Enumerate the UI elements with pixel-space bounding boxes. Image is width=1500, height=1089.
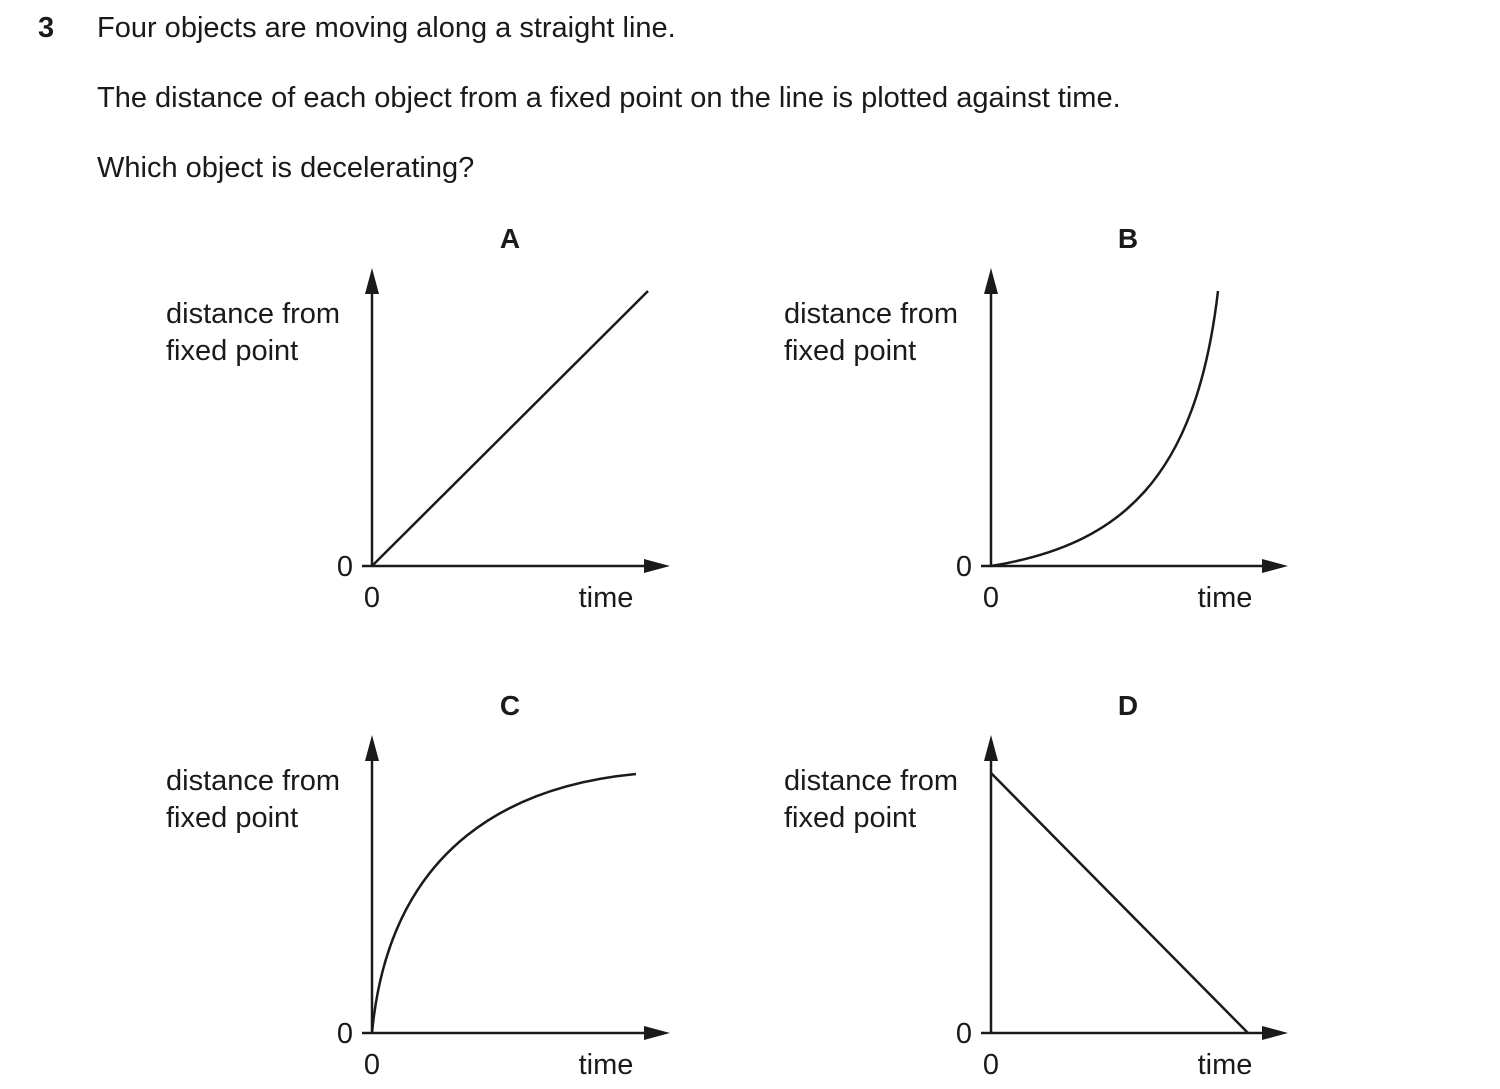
graph-c-y-arrow: [365, 735, 379, 761]
graph-d-ylabel-line-2: fixed point: [784, 802, 916, 834]
graph-d-xlabel: time: [1198, 1049, 1253, 1081]
graph-b-ylabel-line-2: fixed point: [784, 335, 916, 367]
graph-a: A distance from fixed point 0 0 time: [166, 223, 670, 614]
graph-c-x-arrow: [644, 1026, 670, 1040]
graph-a-y-origin: 0: [337, 551, 353, 583]
graph-d-curve: [990, 772, 1249, 1034]
graph-b-xlabel: time: [1198, 582, 1253, 614]
graph-a-curve: [371, 290, 649, 567]
graph-b-y-arrow: [984, 268, 998, 294]
graph-a-y-arrow: [365, 268, 379, 294]
graph-d-x-arrow: [1262, 1026, 1288, 1040]
graph-c-y-origin: 0: [337, 1018, 353, 1050]
graph-a-ylabel-line-2: fixed point: [166, 335, 298, 367]
graph-c-ylabel-line-2: fixed point: [166, 802, 298, 834]
question-text-line-3: Which object is decelerating?: [97, 152, 475, 184]
graph-a-ylabel-line-1: distance from: [166, 298, 340, 330]
graph-c-xlabel: time: [579, 1049, 634, 1081]
graph-d-ylabel-line-1: distance from: [784, 765, 958, 797]
graph-d: D distance from fixed point 0 0 time: [784, 690, 1288, 1081]
question-text-line-1: Four objects are moving along a straight…: [97, 12, 676, 44]
graph-d-y-arrow: [984, 735, 998, 761]
graph-a-x-origin: 0: [364, 582, 380, 614]
graph-a-letter: A: [500, 223, 520, 254]
graph-d-letter: D: [1118, 690, 1138, 721]
graph-c-letter: C: [500, 690, 520, 721]
question-number: 3: [38, 12, 55, 44]
graph-b-x-origin: 0: [983, 582, 999, 614]
graph-b-letter: B: [1118, 223, 1138, 254]
graph-b-x-arrow: [1262, 559, 1288, 573]
graph-b: B distance from fixed point 0 0 time: [784, 223, 1288, 614]
graph-a-xlabel: time: [579, 582, 634, 614]
graph-d-x-origin: 0: [983, 1049, 999, 1081]
graph-c-curve: [370, 772, 637, 1034]
graph-c-x-origin: 0: [364, 1049, 380, 1081]
graph-b-y-origin: 0: [956, 551, 972, 583]
graph-c-ylabel-line-1: distance from: [166, 765, 340, 797]
graph-c: C distance from fixed point 0 0 time: [166, 690, 670, 1081]
graph-d-y-origin: 0: [956, 1018, 972, 1050]
graph-a-x-arrow: [644, 559, 670, 573]
graph-b-curve: [990, 290, 1220, 568]
question-text-line-2: The distance of each object from a fixed…: [97, 82, 1121, 114]
graph-b-ylabel-line-1: distance from: [784, 298, 958, 330]
